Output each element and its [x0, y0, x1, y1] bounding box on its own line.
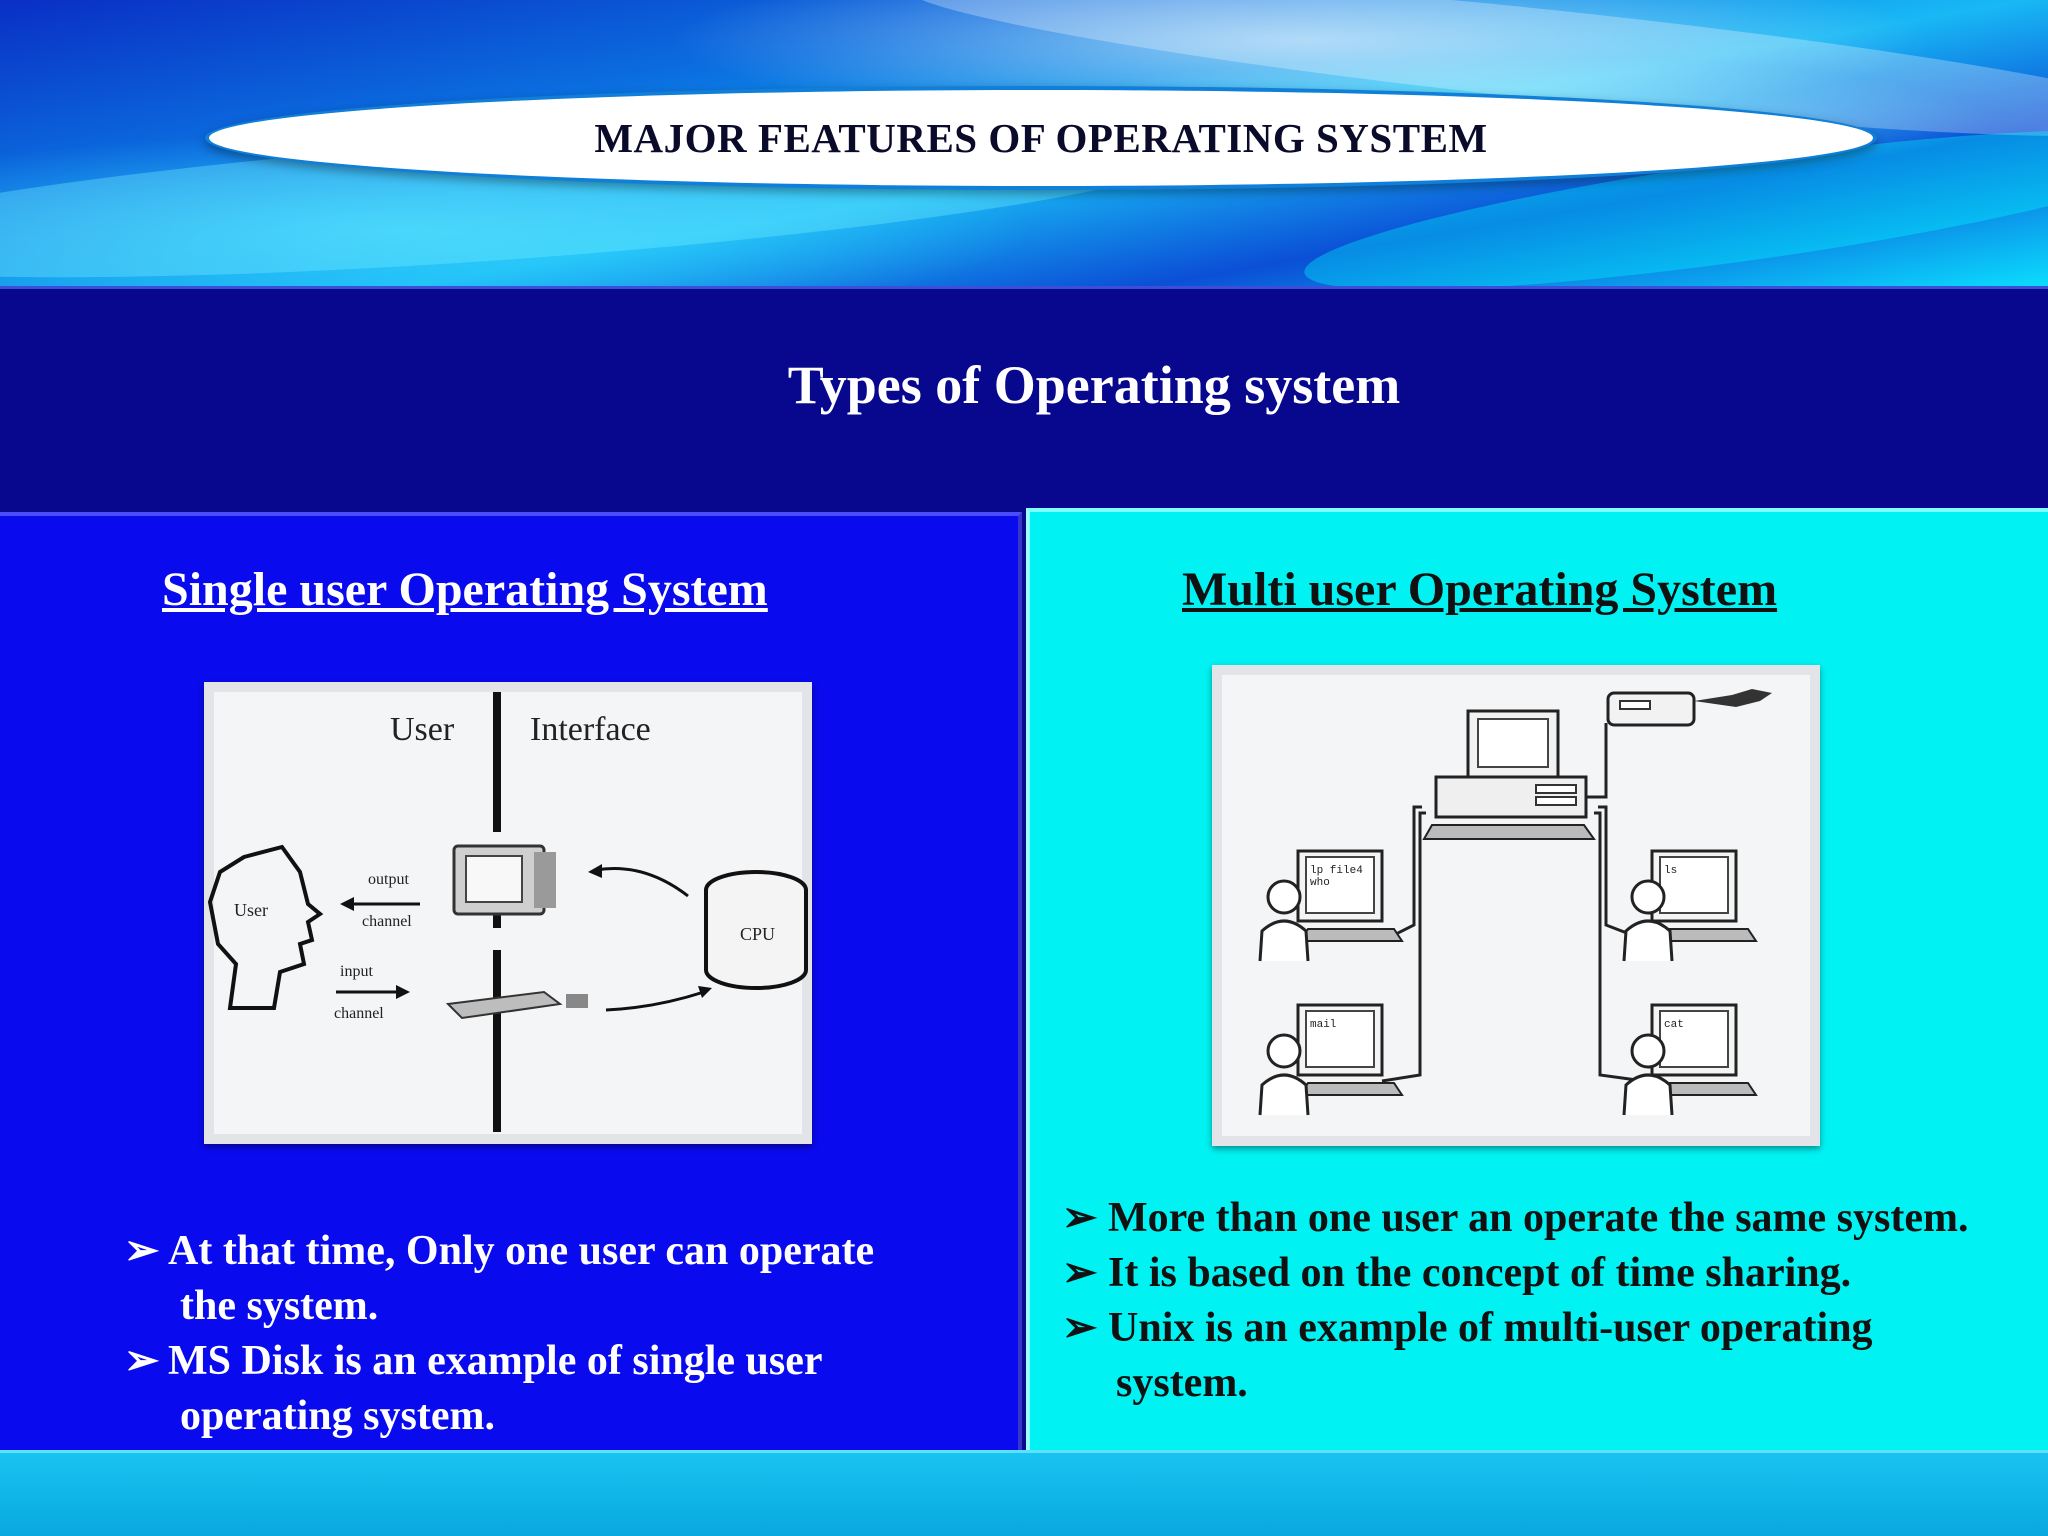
- user-terminal-top-right: ls: [1622, 849, 1758, 962]
- keyboard-icon: [445, 990, 588, 1020]
- footer-band: [0, 1450, 2048, 1536]
- terminal-text: ls: [1664, 865, 1677, 877]
- types-band: [0, 286, 2048, 512]
- user-column-label: User: [390, 711, 455, 748]
- multi-user-bullets: ➢ More than one user an operate the same…: [1062, 1191, 2048, 1411]
- cpu-label: CPU: [740, 924, 775, 944]
- bullet-continuation: operating system.: [180, 1393, 495, 1439]
- bullet-text: At that time, Only one user can operate: [168, 1228, 875, 1274]
- user-head-label: User: [234, 900, 268, 920]
- bullet-arrow-icon: ➢: [124, 1338, 160, 1384]
- user-terminal-bottom-right: cat: [1622, 1003, 1758, 1116]
- single-user-diagram: User Interface User output channel input…: [204, 682, 812, 1144]
- section-title: Types of Operating system: [787, 355, 1401, 415]
- bullet-text: More than one user an operate the same s…: [1108, 1195, 1969, 1241]
- bullet-continuation: the system.: [180, 1283, 379, 1329]
- terminal-text: mail: [1310, 1019, 1336, 1031]
- slide-title: MAJOR FEATURES OF OPERATING SYSTEM: [594, 115, 1488, 161]
- bullet-text: Unix is an example of multi-user operati…: [1108, 1305, 1873, 1351]
- bullet-arrow-icon: ➢: [1062, 1250, 1098, 1296]
- multi-user-heading: Multi user Operating System: [1182, 563, 1778, 616]
- bullet-text: It is based on the concept of time shari…: [1108, 1250, 1852, 1296]
- interface-column-label: Interface: [530, 711, 651, 748]
- list-item: ➢ More than one user an operate the same…: [1062, 1191, 2048, 1246]
- user-terminal-top-left: lp file4 who: [1258, 849, 1404, 962]
- user-head-icon: [207, 844, 324, 1010]
- list-item: ➢ Unix is an example of multi-user opera…: [1062, 1301, 2048, 1356]
- central-computer-icon: [1422, 709, 1596, 840]
- output-label: output: [368, 871, 409, 888]
- terminal-text: who: [1310, 877, 1330, 889]
- single-user-bullets: ➢ At that time, Only one user can operat…: [124, 1224, 1004, 1444]
- input-label: input: [340, 963, 373, 980]
- list-item: ➢ At that time, Only one user can operat…: [124, 1224, 1004, 1279]
- bullet-text: MS Disk is an example of single user: [168, 1338, 823, 1384]
- list-item: ➢ It is based on the concept of time sha…: [1062, 1246, 2048, 1301]
- terminal-text: lp file4: [1310, 865, 1363, 877]
- user-terminal-bottom-left: mail: [1258, 1003, 1404, 1116]
- multi-user-diagram: lp file4 who ls mail cat: [1212, 665, 1820, 1146]
- single-user-diagram-svg: User Interface User output channel input…: [207, 692, 808, 1132]
- single-user-heading: Single user Operating System: [162, 563, 768, 616]
- list-item: ➢ MS Disk is an example of single user: [124, 1334, 1004, 1389]
- bullet-arrow-icon: ➢: [1062, 1305, 1098, 1351]
- slide-title-pill: MAJOR FEATURES OF OPERATING SYSTEM: [205, 86, 1877, 190]
- output-channel-label: channel: [362, 913, 412, 930]
- printer-icon: [1606, 689, 1772, 727]
- monitor-icon: [452, 844, 556, 916]
- bullet-arrow-icon: ➢: [124, 1228, 160, 1274]
- bullet-arrow-icon: ➢: [1062, 1195, 1098, 1241]
- multi-user-diagram-svg: lp file4 who ls mail cat: [1258, 689, 1772, 1116]
- cpu-cylinder-icon: [704, 870, 808, 990]
- terminal-text: cat: [1664, 1019, 1684, 1031]
- input-channel-label: channel: [334, 1005, 384, 1022]
- bullet-continuation: system.: [1116, 1360, 1248, 1406]
